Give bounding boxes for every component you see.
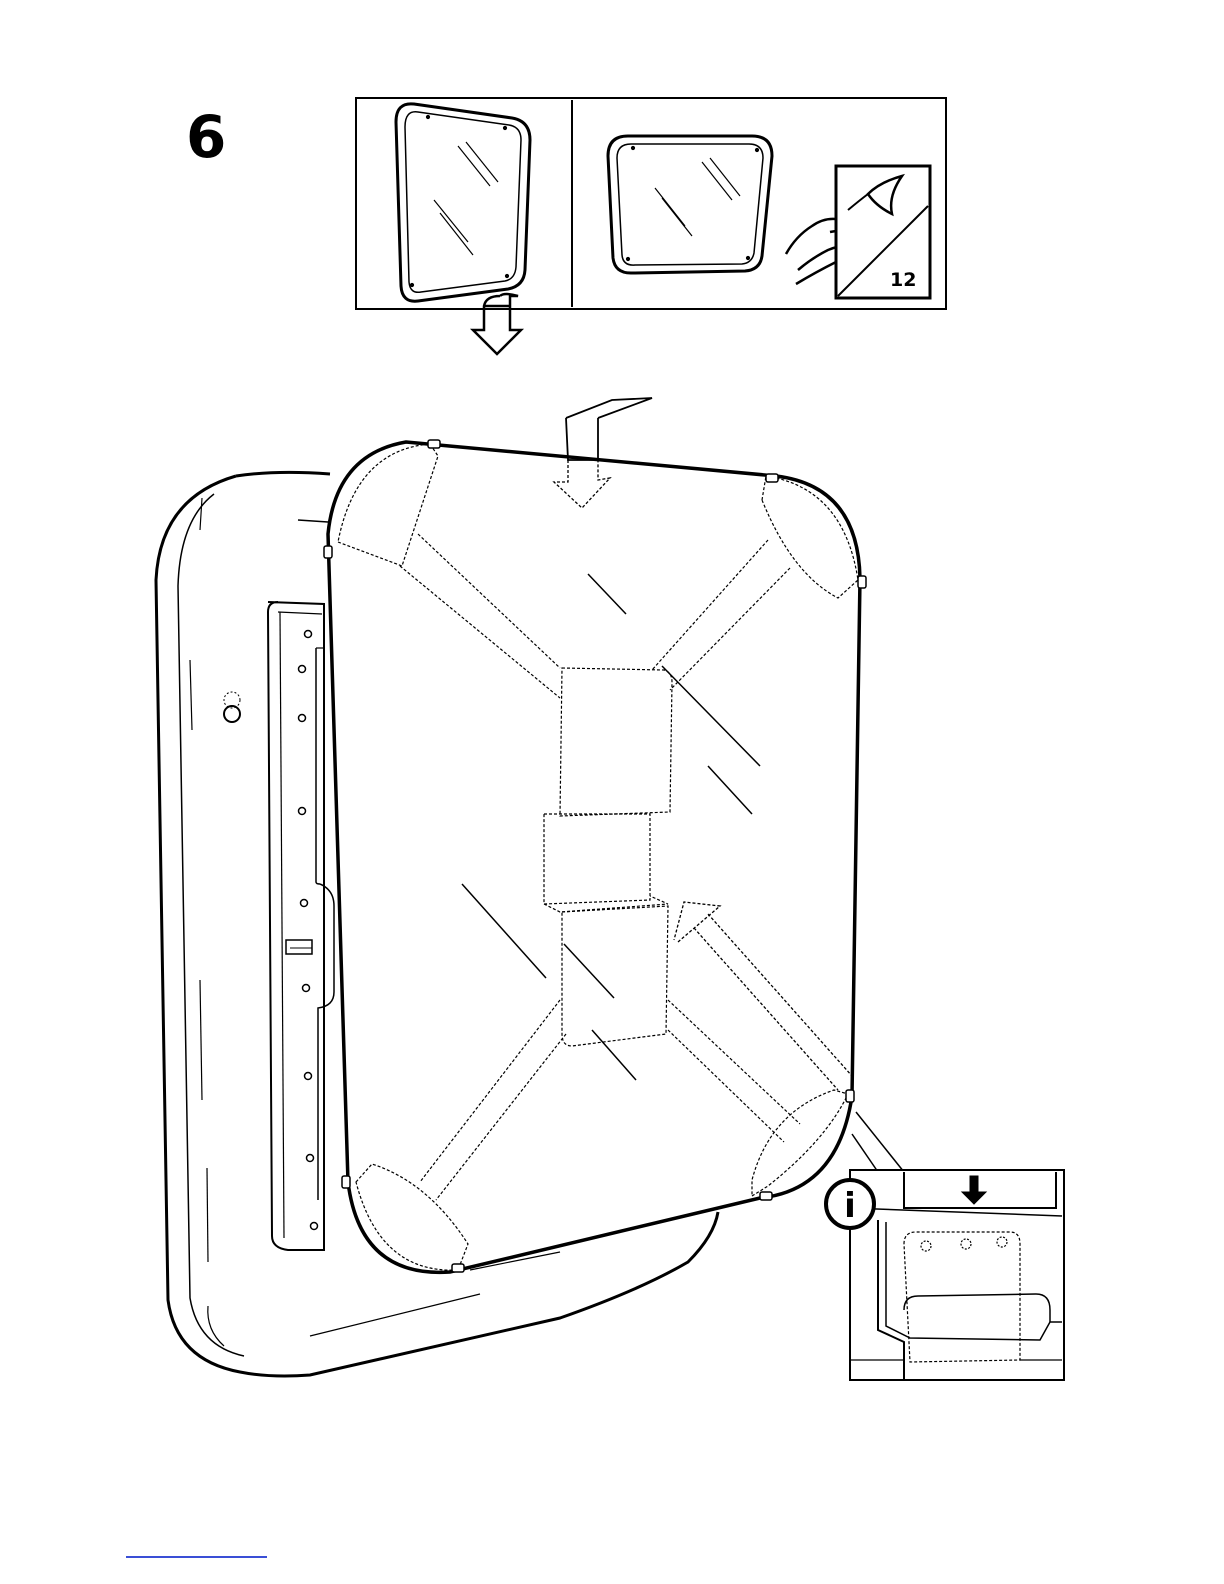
info-icon: i	[826, 1180, 874, 1228]
protective-film-sheet: 12	[836, 166, 930, 298]
film-sheet-label: 12	[890, 269, 916, 291]
detail-inset	[850, 1170, 1064, 1380]
hinge-strip	[268, 602, 334, 1250]
detail-leader-lines	[852, 1112, 904, 1172]
footer-rule	[126, 1556, 267, 1558]
mirror-panel	[324, 440, 866, 1272]
hook-icon	[224, 692, 240, 722]
info-icon-glyph: i	[844, 1186, 856, 1226]
